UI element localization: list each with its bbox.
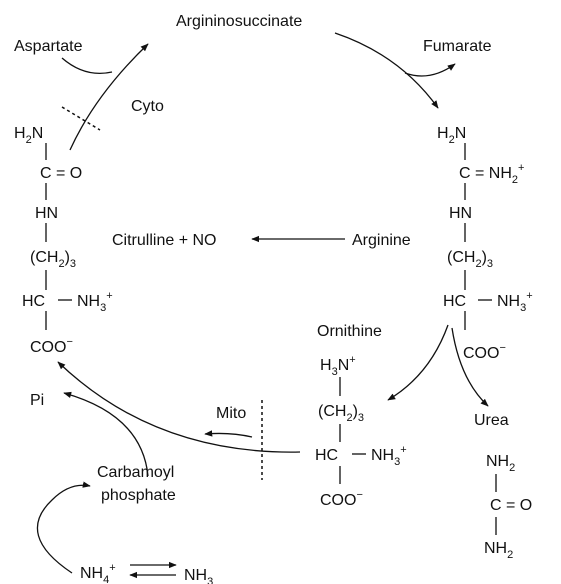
label-arginine: Arginine [352,232,411,249]
ornithine-ch2-chain: (CH2)3 [318,403,364,424]
urea-structure: NH2 C = O NH2 [484,453,532,561]
citrulline-hc: HC [22,293,45,310]
citrulline-coo: COO− [30,336,73,356]
urea-c-o: C = O [490,497,532,514]
label-carbamoyl: Carbamoyl [97,464,174,481]
citrulline-c-o: C = O [40,165,82,182]
urea-nh2-bottom: NH2 [484,540,513,561]
ornithine-coo: COO− [320,489,363,509]
arginine-coo: COO− [463,342,506,362]
arrow-argininosuccinate-to-arginine [334,32,439,109]
citrulline-h2n: H2N [14,125,43,146]
urea-nh2-top: NH2 [486,453,515,474]
arginine-ch2-chain: (CH2)3 [447,249,493,270]
cyto-membrane-divider [61,106,101,131]
label-ornithine: Ornithine [317,323,382,340]
ammonia-nh4: NH4+ [80,562,116,584]
label-cyto: Cyto [131,98,164,115]
arrow-nh4-to-carbamoyl [36,481,91,574]
ornithine-h3n: H3N+ [320,354,356,378]
arginine-nh3: NH3+ [497,290,533,314]
arrow-ornithine-to-citrulline [57,361,301,453]
ornithine-structure: H3N+ (CH2)3 HC NH3+ COO− [315,354,407,509]
label-urea: Urea [474,412,509,429]
label-phosphate-text: phosphate [101,487,176,504]
citrulline-hn: HN [35,205,58,222]
arrow-fumarate-out [404,63,456,77]
label-argininosuccinate: Argininosuccinate [176,13,302,30]
label-citrulline-no: Citrulline + NO [112,232,216,249]
ornithine-nh3: NH3+ [371,444,407,468]
label-mito: Mito [216,405,246,422]
arginine-structure: H2N C = NH2+ HN (CH2)3 HC NH3+ COO− [437,125,533,362]
citrulline-structure: H2N C = O HN (CH2)3 HC NH3+ COO− [14,125,113,356]
arrow-urea-out [451,327,489,407]
label-pi: Pi [30,392,44,409]
ammonia-nh3: NH3 [184,567,213,584]
label-fumarate: Fumarate [423,38,492,55]
arrow-aspartate-in [61,57,113,75]
arginine-c-nh2: C = NH2+ [459,162,524,186]
arrow-pi-release [63,391,149,477]
arrow-citrulline-to-argininosuccinate [69,43,149,151]
arrow-arginine-to-ornithine [387,324,449,401]
arginine-h2n: H2N [437,125,466,146]
ornithine-hc: HC [315,447,338,464]
citrulline-nh3: NH3+ [77,290,113,314]
arginine-hc: HC [443,293,466,310]
label-aspartate: Aspartate [14,38,83,55]
citrulline-ch2-chain: (CH2)3 [30,249,76,270]
arrow-mito [204,430,253,438]
arginine-hn: HN [449,205,472,222]
